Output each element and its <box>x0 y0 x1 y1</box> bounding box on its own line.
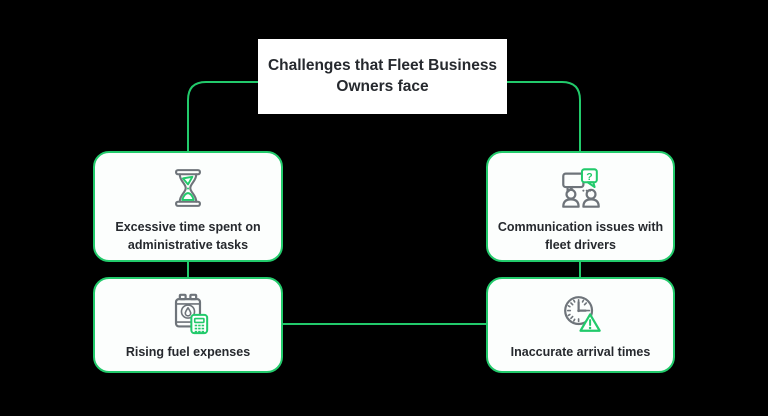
connector-title-to-right <box>507 81 581 151</box>
svg-text:?: ? <box>586 171 592 183</box>
card-label: Inaccurate arrival times <box>510 345 651 359</box>
chat-drivers-icon: ? <box>557 165 605 211</box>
clock-warning-icon <box>557 290 605 336</box>
hourglass-icon <box>164 165 212 211</box>
card-arrival-times: Inaccurate arrival times <box>486 277 675 373</box>
card-admin-tasks: Excessive time spent on administrative t… <box>93 151 283 262</box>
card-communication: ? Communication issues with fleet driver… <box>486 151 675 262</box>
fuel-barrel-calculator-icon <box>164 290 212 336</box>
card-fuel-expenses: Rising fuel expenses <box>93 277 283 373</box>
card-label: Excessive time spent on administrative t… <box>115 220 261 252</box>
connector-title-to-left <box>187 81 258 151</box>
title-card: Challenges that Fleet Business Owners fa… <box>258 39 507 114</box>
diagram-title: Challenges that Fleet Business Owners fa… <box>267 56 498 95</box>
card-label: Rising fuel expenses <box>125 345 251 359</box>
card-label: Communication issues with fleet drivers <box>497 220 664 252</box>
